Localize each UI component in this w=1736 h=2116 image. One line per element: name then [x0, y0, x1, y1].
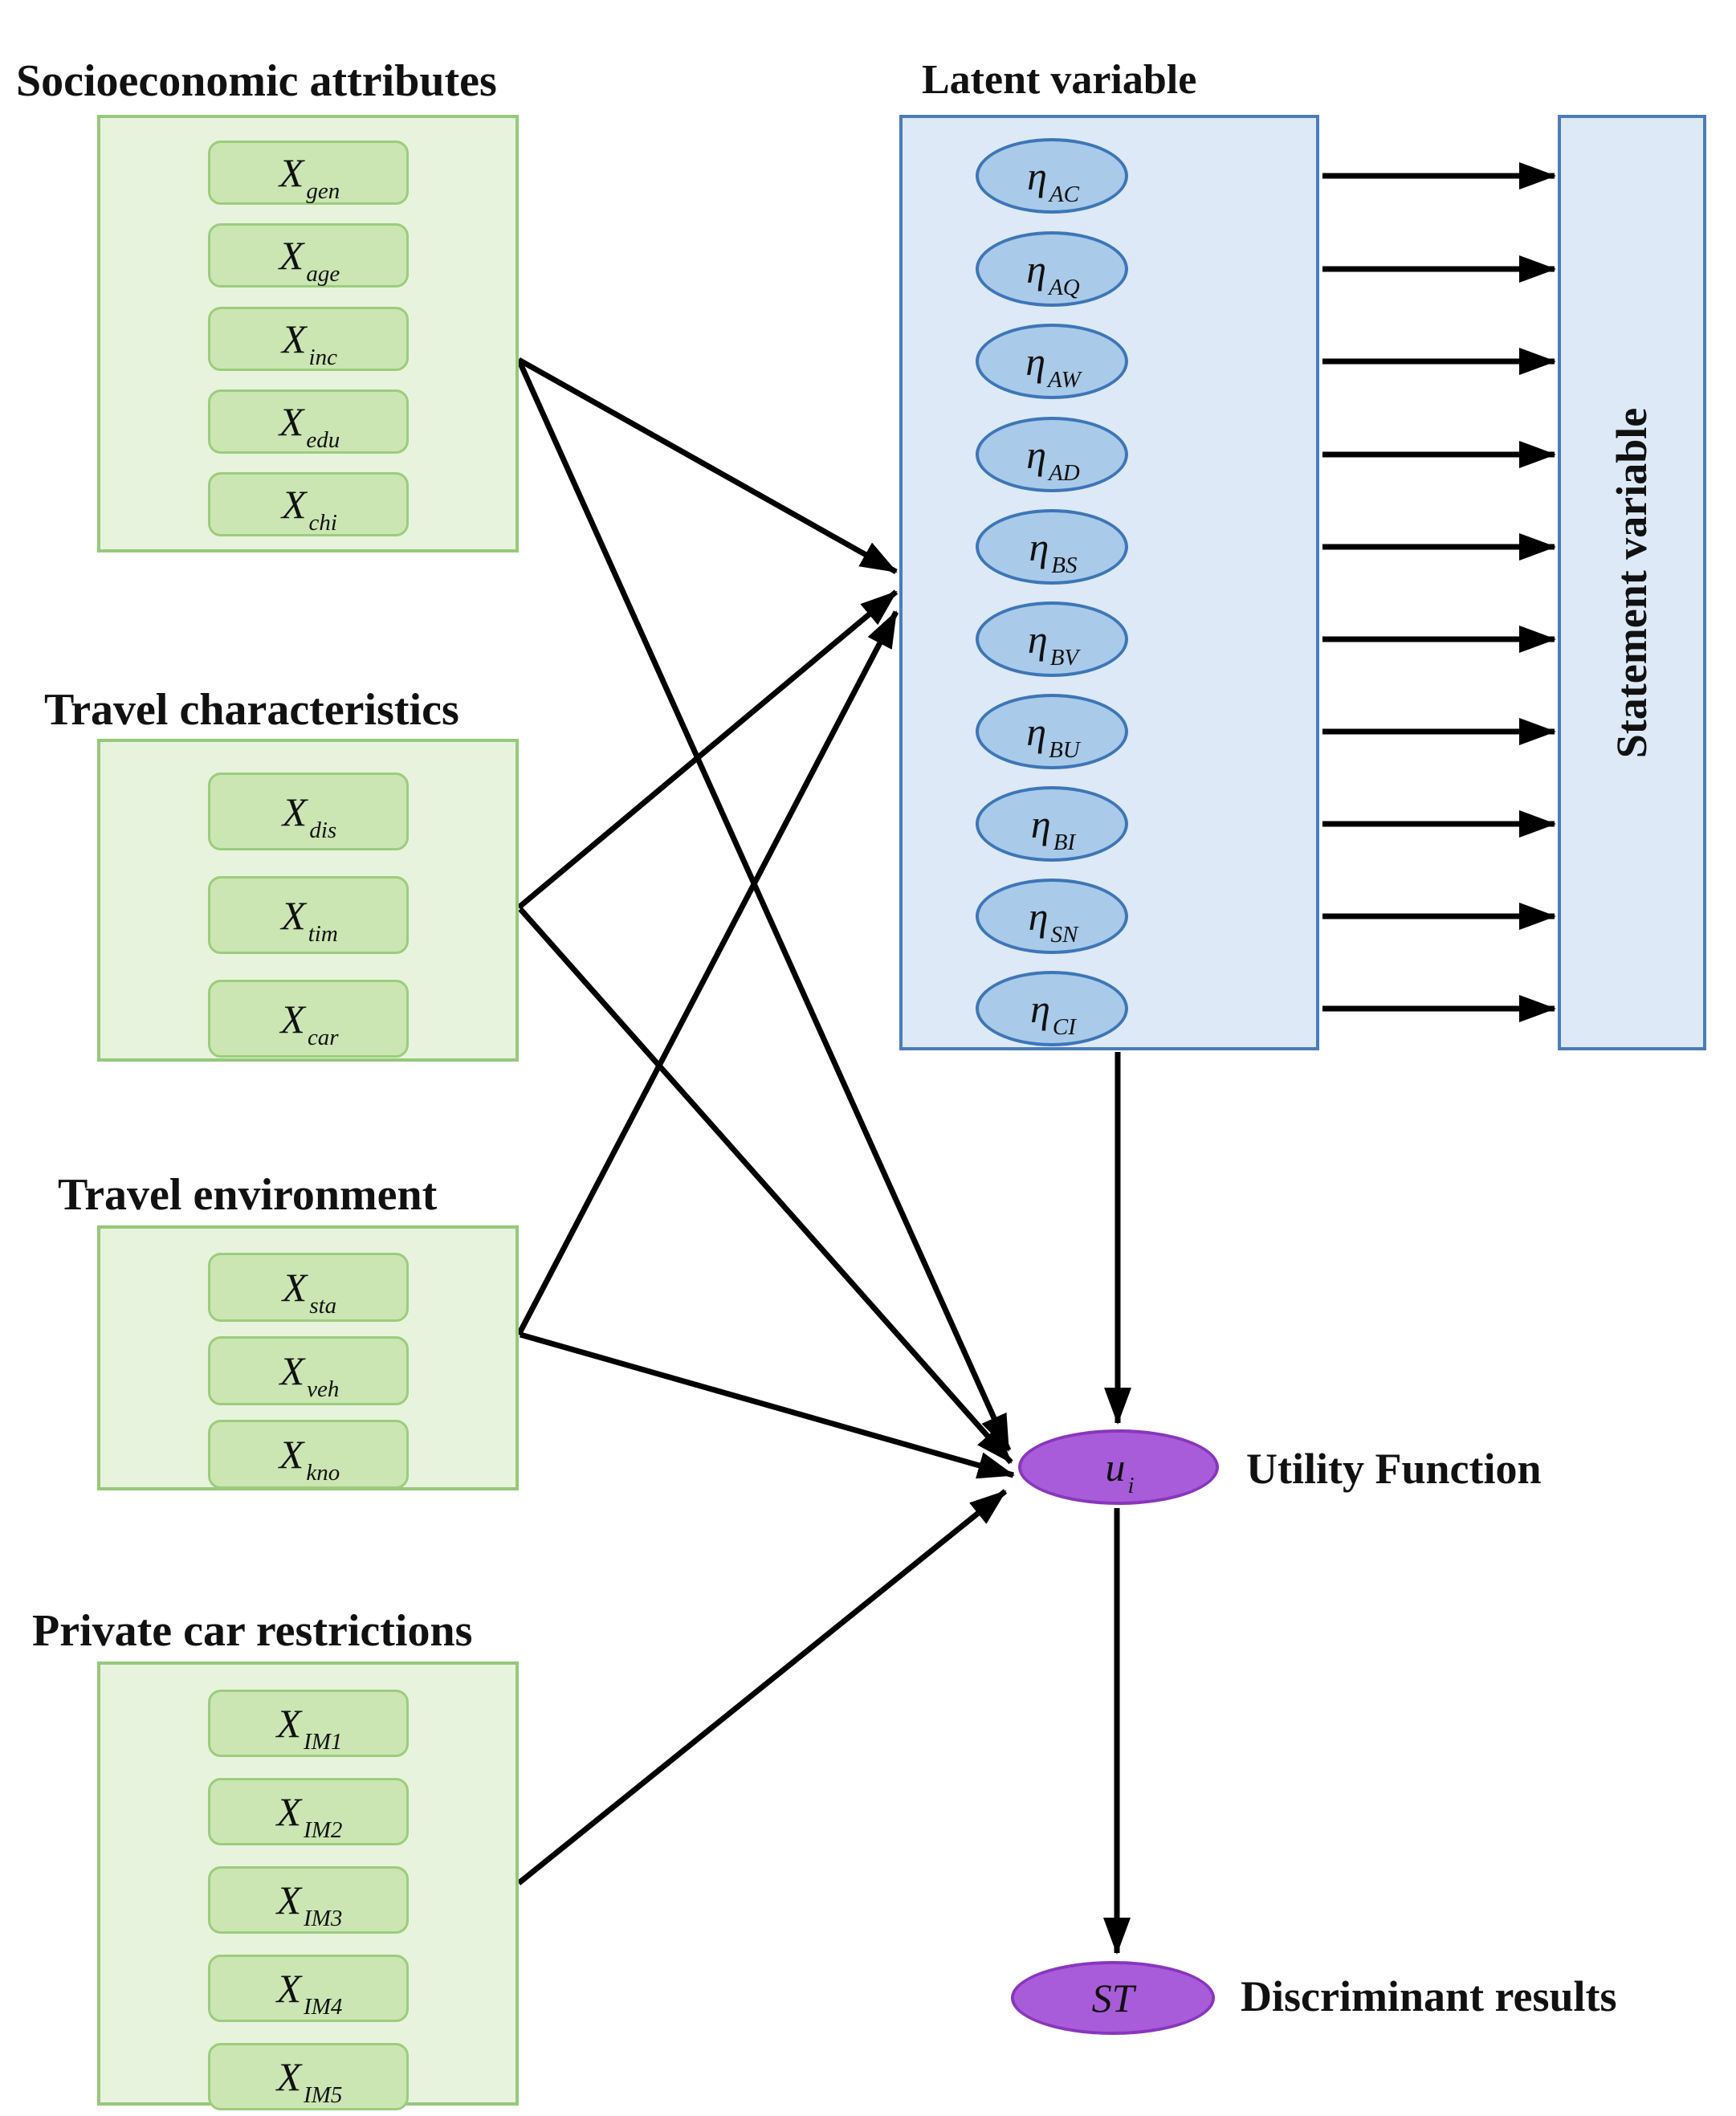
discriminant-node: ST	[1011, 1961, 1215, 2035]
heading-latent-variable: Latent variable	[922, 57, 1197, 104]
arrow-travelenv-to-utility	[520, 1331, 1015, 1479]
statement-variable-label-wrap: Statement variable	[1558, 115, 1706, 1050]
heading-private-car-restrictions: Private car restrictions	[32, 1606, 473, 1657]
discriminant-label: Discriminant results	[1241, 1972, 1617, 2020]
heading-socioeconomic: Socioeconomic attributes	[16, 56, 497, 107]
arrow-travelenv-to-latent	[516, 610, 899, 1336]
statement-variable-box	[1558, 115, 1706, 1050]
arrow-socioeconomic-to-latent	[517, 357, 898, 575]
arrow-privatecar-to-utility	[516, 1489, 1008, 1886]
arrow-travelchar-to-latent	[516, 589, 899, 910]
heading-travel-environment: Travel environment	[58, 1170, 438, 1221]
statement-variable-label: Statement variable	[1608, 407, 1657, 758]
heading-travel-characteristics: Travel characteristics	[44, 685, 459, 736]
utility-function-label: Utility Function	[1246, 1445, 1542, 1493]
